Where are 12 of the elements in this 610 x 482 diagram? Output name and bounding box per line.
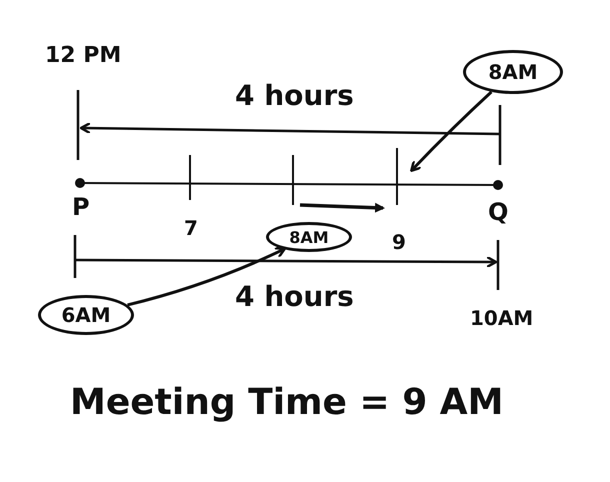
- time-bubble: 8AM: [266, 222, 352, 252]
- point-label: Q: [488, 200, 508, 224]
- point-label: P: [72, 195, 90, 219]
- tick-label: 7: [184, 218, 198, 238]
- caption-text: Meeting Time = 9 AM: [70, 385, 504, 421]
- duration-label: 4 hours: [235, 82, 354, 110]
- tick-label: 9: [392, 232, 406, 252]
- time-bubble: 8AM: [463, 50, 563, 94]
- time-label: 10AM: [470, 308, 534, 328]
- duration-label: 4 hours: [235, 283, 354, 311]
- time-bubble: 6AM: [38, 295, 134, 335]
- time-label: 12 PM: [45, 45, 122, 67]
